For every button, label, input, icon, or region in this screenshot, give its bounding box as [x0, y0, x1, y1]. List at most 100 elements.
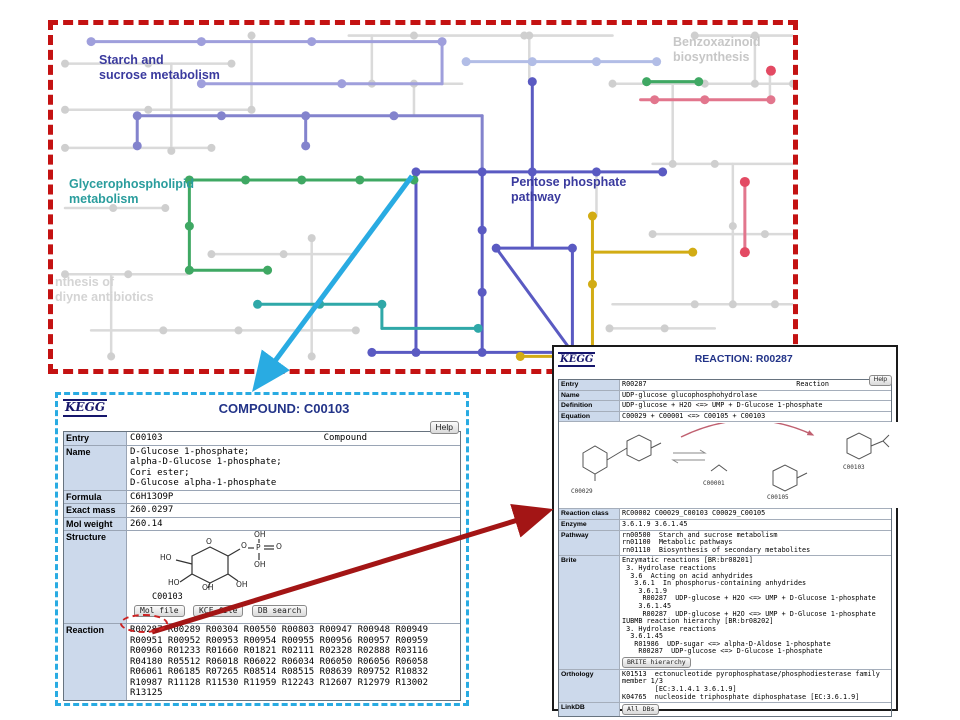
- table-row: Definition UDP-glucose + H2O <=> UMP + D…: [559, 401, 891, 412]
- table-row: LinkDB All DBs: [559, 703, 891, 716]
- compound-panel: KEGG COMPOUND: C00103 Help Entry C00103 …: [55, 392, 469, 706]
- entry-type: Reaction: [796, 380, 829, 388]
- all-dbs-button[interactable]: All DBs: [622, 704, 660, 715]
- periwinkle-nodes: [86, 37, 447, 89]
- pathway-map-panel[interactable]: Starch and sucrose metabolism Benzoxazin…: [48, 20, 798, 374]
- table-row: Enzyme 3.6.1.9 3.6.1.45: [559, 519, 891, 531]
- kegg-logo-text: KEGG: [560, 353, 594, 365]
- row-label-reaction-class: Reaction class: [559, 509, 620, 519]
- periwinkle-line: [89, 40, 444, 86]
- table-row: C00029 C00001 C00105 C00103: [559, 419, 899, 510]
- linkdb-cell: All DBs: [620, 703, 891, 716]
- glucose-structure-image: O HO HO OH O P O OH OH OH: [148, 530, 318, 592]
- table-row: Name UDP-glucose glucophosphohydrolase: [559, 390, 891, 402]
- reaction-panel: KEGG REACTION: R00287 Help Entry R00287 …: [552, 345, 899, 717]
- pathway-map-graphic: [61, 31, 793, 361]
- mol-caption[interactable]: C00001: [703, 480, 725, 488]
- table-row: Reaction class RC00002 C00029_C00103 C00…: [559, 509, 891, 520]
- row-label-brite: Brite: [559, 556, 620, 669]
- purple-nodes: [132, 111, 399, 151]
- enzyme-value[interactable]: 3.6.1.9 3.6.1.45: [622, 519, 688, 528]
- teal-line: [256, 302, 480, 330]
- lightblue-nodes: [461, 57, 662, 67]
- entry-value-cell: R00287 Reaction: [620, 380, 891, 390]
- indigo-line: [370, 80, 665, 354]
- green-line: [187, 80, 701, 272]
- atom-label: HO: [160, 553, 172, 562]
- table-row: Entry C00103 Compound: [64, 432, 460, 446]
- row-label-linkdb: LinkDB: [559, 703, 620, 716]
- mol-weight-value: 260.14: [130, 518, 163, 529]
- orthology-value[interactable]: K01513 ectonucleotide pyrophosphatase/ph…: [622, 669, 880, 701]
- brite-button-row: BRITE hierarchy: [622, 657, 889, 668]
- row-label-exact-mass: Exact mass: [64, 504, 127, 517]
- indigo-nodes: [367, 77, 668, 357]
- atom-label: O: [206, 537, 212, 546]
- atom-label: OH: [236, 580, 248, 589]
- atom-label: O: [276, 542, 282, 551]
- row-label-enzyme: Enzyme: [559, 519, 620, 530]
- pink-nodes: [650, 95, 776, 105]
- definition-value: UDP-glucose + H2O <=> UMP + D-Glucose 1-…: [622, 401, 823, 410]
- kegg-logo-text: KEGG: [65, 400, 106, 415]
- table-row: Reaction R00287 R00289 R00304 R00550 R00…: [64, 624, 460, 700]
- atom-label: O: [241, 541, 247, 550]
- kegg-logo[interactable]: KEGG: [63, 399, 108, 417]
- mol-file-button[interactable]: Mol file: [134, 604, 185, 618]
- row-label-entry: Entry: [64, 432, 127, 445]
- table-row: Pathway rn00500 Starch and sucrose metab…: [559, 530, 891, 557]
- green-nodes: [184, 77, 704, 275]
- structure-buttons: Mol file KCF file DB search: [134, 604, 457, 618]
- row-label-name: Name: [64, 445, 127, 490]
- reaction-table: Entry R00287 Reaction Name UDP-glucose g…: [558, 379, 899, 717]
- reaction-class-value[interactable]: RC00002 C00029_C00103 C00029_C00105: [622, 509, 766, 518]
- mol-caption[interactable]: C00105: [767, 494, 789, 502]
- row-label-orthology: Orthology: [559, 669, 620, 703]
- brite-hierarchy-button[interactable]: BRITE hierarchy: [622, 657, 691, 668]
- row-label-equation: Equation: [559, 411, 620, 422]
- mol-caption[interactable]: C00029: [571, 488, 593, 496]
- atom-label: HO: [168, 578, 180, 587]
- gray-network-nodes: [61, 31, 793, 361]
- exact-mass-value: 260.0297: [130, 505, 174, 515]
- brite-cell: Enzymatic reactions [BR:br08201] 3. Hydr…: [620, 556, 891, 668]
- reaction-help-row: Help: [558, 368, 892, 386]
- atom-label: OH: [254, 530, 266, 539]
- compound-help-row: Help: [63, 417, 459, 435]
- row-label-entry: Entry: [559, 380, 620, 390]
- atom-label: OH: [202, 583, 214, 592]
- table-row: Exact mass 260.0297: [64, 504, 460, 518]
- reaction-links[interactable]: R00287 R00289 R00304 R00550 R00803 R0094…: [130, 625, 429, 698]
- mol-caption[interactable]: C00103: [843, 464, 865, 472]
- help-button[interactable]: Help: [429, 421, 459, 435]
- kegg-logo[interactable]: KEGG: [558, 351, 596, 367]
- table-row: Equation C00029 + C00001 <=> C00105 + C0…: [559, 411, 891, 423]
- structure-caption: C00103: [152, 592, 183, 602]
- help-button[interactable]: Help: [868, 375, 892, 386]
- name-value: D-Glucose 1-phosphate; alpha-D-Glucose 1…: [130, 446, 282, 489]
- entry-id: C00103: [130, 433, 163, 443]
- table-row: Formula C6H13O9P: [64, 490, 460, 504]
- compound-table: Entry C00103 Compound Name D-Glucose 1-p…: [63, 431, 461, 701]
- brite-value: Enzymatic reactions [BR:br08201] 3. Hydr…: [622, 556, 876, 656]
- equation-links[interactable]: C00029 + C00001 <=> C00105 + C00103: [622, 411, 766, 420]
- db-search-button[interactable]: DB search: [251, 604, 308, 618]
- reaction-structure-image: C00029 C00001 C00105 C00103: [559, 419, 899, 509]
- table-row: Mol weight 260.14: [64, 517, 460, 531]
- row-label-reaction: Reaction: [64, 624, 127, 700]
- compound-title: COMPOUND: C00103: [218, 400, 350, 416]
- yellow-line: [518, 214, 695, 358]
- pink-line: [639, 98, 773, 254]
- reaction-structure-bonds: [582, 419, 890, 492]
- table-row: Entry R00287 Reaction: [559, 380, 891, 391]
- structure-drawing: O HO HO OH O P O OH OH OH C00103: [130, 530, 457, 622]
- kcf-file-button[interactable]: KCF file: [192, 604, 244, 618]
- row-label-definition: Definition: [559, 401, 620, 411]
- table-row: Brite Enzymatic reactions [BR:br08201] 3…: [559, 556, 891, 670]
- formula-value: C6H13O9P: [130, 491, 174, 502]
- compound-header: KEGG COMPOUND: C00103: [63, 399, 461, 417]
- pathway-value[interactable]: rn00500 Starch and sucrose metabolism rn…: [622, 530, 811, 554]
- row-label-mol-weight: Mol weight: [64, 517, 127, 530]
- entry-type: Compound: [323, 433, 367, 443]
